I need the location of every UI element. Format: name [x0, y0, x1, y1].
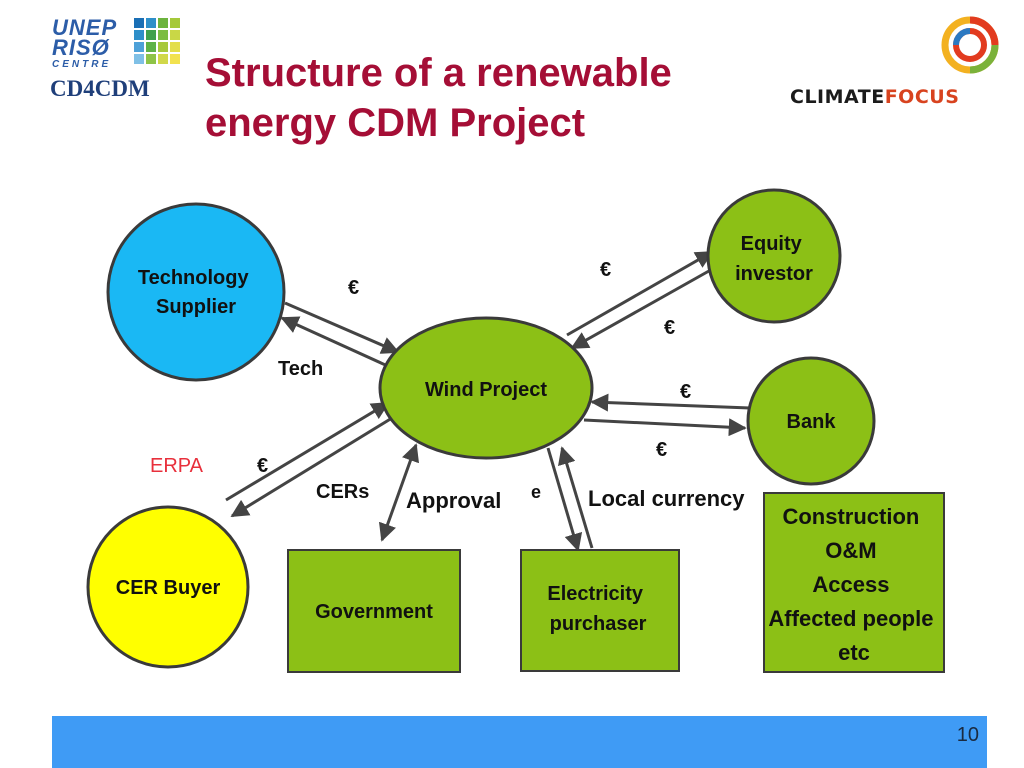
electricity-purchaser-line-1: Electricity: [547, 583, 643, 605]
wind-project-label: Wind Project: [425, 379, 547, 401]
node-cer-buyer: CER Buyer: [86, 505, 250, 669]
construction-line-4: Affected people: [768, 606, 933, 631]
e-label: e: [531, 482, 541, 502]
svg-text:Construction O&M A: Construction O&M Access Affected people …: [768, 504, 939, 665]
node-equity-investor: Equity investor: [706, 188, 842, 324]
climate-focus-logo-text: CLIMATEFOCUS: [790, 86, 959, 108]
erpa-label: ERPA: [150, 455, 204, 477]
technology-supplier-line-2: Supplier: [156, 296, 236, 318]
focus-word: FOCUS: [884, 86, 960, 108]
technology-supplier-line-1: Technology: [138, 267, 250, 289]
svg-text:Technology Supplier: Technology Supplier: [138, 267, 254, 318]
svg-text:Equity investor: Equity investor: [735, 233, 813, 285]
arrow-wind-to-cer-buyer: [230, 416, 393, 518]
bank-label: Bank: [787, 411, 837, 433]
construction-line-1: Construction: [782, 504, 919, 529]
arrow-electricity-to-wind: [558, 446, 594, 549]
local-currency-label: Local currency: [588, 486, 745, 511]
arrows: [225, 250, 751, 552]
construction-line-5: etc: [838, 640, 870, 665]
unep-line: UNEP: [52, 15, 118, 40]
arrow-wind-to-electricity: [546, 447, 583, 552]
euro-equity-bottom-label: €: [664, 317, 675, 339]
node-construction-box: Construction O&M Access Affected people …: [763, 492, 945, 673]
climate-word: CLIMATE: [790, 86, 885, 108]
arrow-wind-to-bank: [583, 418, 747, 437]
electricity-purchaser-line-2: purchaser: [550, 613, 647, 635]
slide-number: 10: [956, 724, 979, 746]
tech-label: Tech: [278, 358, 323, 380]
node-wind-project: Wind Project: [378, 316, 594, 460]
euro-tech-label: €: [348, 277, 359, 299]
node-government: Government: [287, 549, 461, 673]
node-technology-supplier: Technology Supplier: [106, 202, 286, 382]
unep-mosaic-icon: [134, 18, 180, 64]
equity-investor-line-1: Equity: [741, 233, 803, 255]
cers-label: CERs: [316, 481, 369, 503]
cd4cdm-logo-text: CD4CDM: [50, 76, 150, 101]
construction-line-2: O&M: [825, 538, 876, 563]
title-line-1: Structure of a renewable: [205, 51, 672, 95]
node-bank: Bank: [746, 356, 876, 486]
construction-line-3: Access: [812, 572, 889, 597]
euro-cer-label: €: [257, 455, 268, 477]
cer-buyer-label: CER Buyer: [116, 577, 221, 599]
footer-bar: 10: [52, 716, 987, 768]
arrow-wind-government: [378, 443, 420, 542]
approval-label: Approval: [406, 488, 501, 513]
euro-equity-top-label: €: [600, 259, 611, 281]
arrow-cer-buyer-to-wind: [225, 401, 390, 502]
climate-focus-ring-icon: [941, 16, 999, 74]
euro-bank-top-label: €: [680, 381, 691, 403]
government-label: Government: [315, 601, 433, 623]
arrow-wind-to-equity: [566, 250, 714, 337]
arrow-tech-supplier-to-wind: [284, 301, 400, 354]
slide-title: Structure of a renewable energy CDM Proj…: [205, 48, 765, 148]
arrow-equity-to-wind: [570, 265, 717, 350]
euro-bank-bottom-label: €: [656, 439, 667, 461]
equity-investor-line-2: investor: [735, 263, 813, 285]
svg-text:Electricity purchaser: Electricity purchaser: [547, 583, 648, 635]
arrow-wind-to-tech-supplier: [280, 316, 393, 370]
arrow-bank-to-wind: [590, 393, 751, 412]
edge-labels: € Tech € € € € ERPA € CERs Approval e Lo…: [150, 259, 745, 513]
unep-riso-logo-text: UNEP RISØ CENTRE: [52, 15, 118, 72]
node-electricity-purchaser: Electricity purchaser: [520, 549, 680, 672]
riso-line: RISØ: [52, 35, 110, 60]
title-line-2: energy CDM Project: [205, 101, 586, 145]
centre-line: CENTRE: [52, 59, 112, 70]
